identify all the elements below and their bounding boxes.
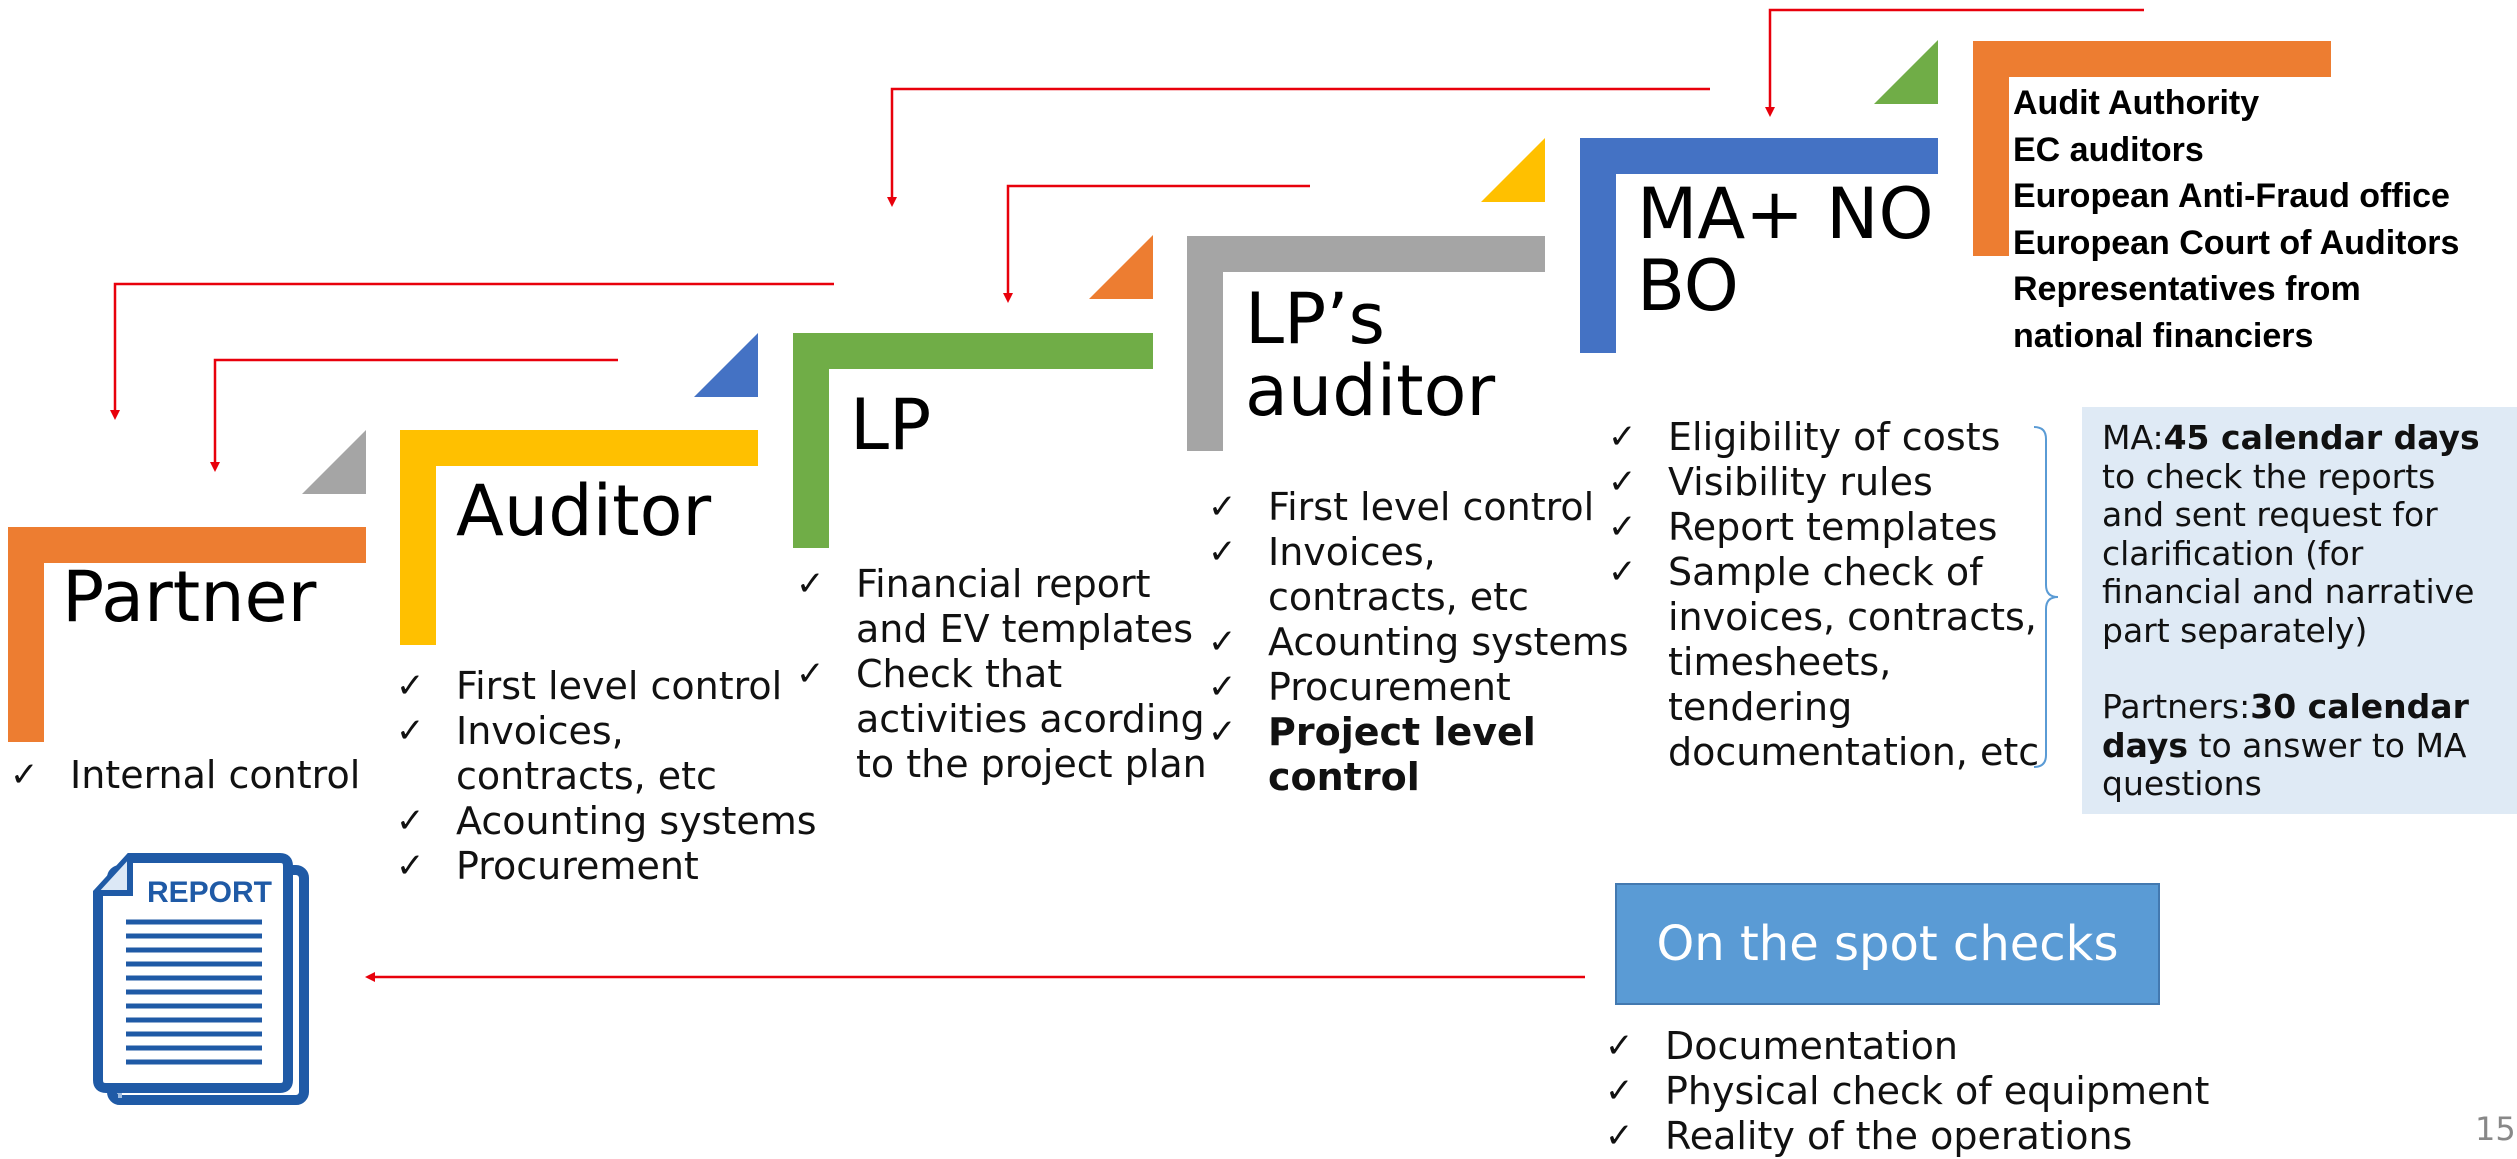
authority-list: Audit Authority EC auditors European Ant… — [2013, 80, 2459, 359]
ma-title: MA+ NO BO — [1637, 178, 1934, 322]
authority-item: European Anti-Fraud office — [2013, 177, 2450, 215]
check-item: Invoices, contracts, etc — [396, 709, 756, 799]
authority-item: Representatives from national financiers — [2013, 270, 2361, 355]
ma-deadline-text: MA:45 calendar days to check the reports… — [2102, 418, 2480, 650]
report-label: REPORT — [147, 876, 272, 909]
authority-item: European Court of Auditors — [2013, 223, 2460, 262]
check-item: Check that activities acording to the pr… — [796, 652, 1226, 787]
check-item: Procurement — [1208, 665, 1638, 710]
check-item: Internal control — [10, 753, 370, 798]
arrow-ma-to-lp — [887, 87, 1710, 207]
ma-bar-top — [1580, 138, 1938, 174]
arrow-auditor-to-partner — [210, 358, 618, 472]
page-number: 15 — [2475, 1110, 2516, 1148]
lps-auditor-bar-left — [1187, 236, 1223, 451]
ma-checklist-bracket — [2033, 426, 2059, 768]
partner-title: Partner — [62, 556, 317, 638]
check-item: Acounting systems — [1208, 620, 1638, 665]
check-item-bold: Project level control — [1208, 710, 1568, 800]
auditor-checklist: First level control Invoices, contracts,… — [396, 664, 836, 889]
check-item: Procurement — [396, 844, 836, 889]
lps-auditor-title-line1: LP’s — [1245, 278, 1385, 360]
authority-bar-left — [1973, 41, 2009, 256]
partner-bar-top — [8, 527, 366, 563]
spot-checks-box: On the spot checks — [1615, 883, 2160, 1005]
check-item: Sample check of invoices, contracts, tim… — [1608, 550, 2058, 775]
lp-bar-left — [793, 333, 829, 548]
check-item: Financial report and EV templates — [796, 562, 1226, 652]
check-item: Documentation — [1605, 1024, 2305, 1069]
check-item: Invoices, contracts, etc — [1208, 530, 1568, 620]
check-item: Eligibility of costs — [1608, 415, 2048, 460]
lps-auditor-checklist: First level control Invoices, contracts,… — [1208, 485, 1638, 800]
lps-auditor-corner-triangle — [1481, 138, 1545, 202]
arrow-lp-to-partner — [110, 282, 834, 420]
auditor-bar-left — [400, 430, 436, 645]
spot-checks-list: Documentation Physical check of equipmen… — [1605, 1024, 2305, 1159]
partner-bar-left — [8, 527, 44, 742]
auditor-bar-top — [400, 430, 758, 466]
lp-bar-top — [793, 333, 1153, 369]
ma-title-line2: BO — [1637, 245, 1739, 327]
ma-corner-triangle — [1874, 40, 1938, 104]
check-item: Reality of the operations — [1605, 1114, 2305, 1159]
arrow-lps-auditor-to-lp — [1003, 184, 1310, 303]
arrow-authority-to-ma — [1765, 8, 2144, 117]
ma-checklist: Eligibility of costs Visibility rules Re… — [1608, 415, 2048, 775]
authority-item: EC auditors — [2013, 130, 2204, 169]
lp-corner-triangle — [1089, 235, 1153, 299]
lp-checklist: Financial report and EV templates Check … — [796, 562, 1226, 787]
authority-item: Audit Authority — [2013, 84, 2260, 122]
auditor-corner-triangle — [694, 333, 758, 397]
lps-auditor-title: LP’s auditor — [1245, 283, 1495, 427]
check-item: Acounting systems — [396, 799, 836, 844]
authority-bar-top — [1973, 41, 2331, 77]
deadline-info-box: MA:45 calendar days to check the reports… — [2082, 407, 2517, 814]
report-document-icon: REPORT — [90, 848, 315, 1108]
lp-title: LP — [850, 384, 932, 466]
auditor-title: Auditor — [456, 470, 712, 552]
check-item: First level control — [1208, 485, 1638, 530]
ma-bar-left — [1580, 138, 1616, 353]
check-item: Visibility rules — [1608, 460, 2048, 505]
lps-auditor-title-line2: auditor — [1245, 350, 1496, 432]
check-item: First level control — [396, 664, 836, 709]
spot-checks-label: On the spot checks — [1656, 916, 2119, 972]
check-item: Physical check of equipment — [1605, 1069, 2305, 1114]
check-item: Report templates — [1608, 505, 2048, 550]
partner-checklist: Internal control — [10, 753, 370, 798]
partner-corner-triangle — [302, 430, 366, 494]
ma-title-line1: MA+ NO — [1637, 173, 1934, 255]
lps-auditor-bar-top — [1187, 236, 1545, 272]
partners-deadline-text: Partners:30 calendar days to answer to M… — [2102, 687, 2469, 803]
